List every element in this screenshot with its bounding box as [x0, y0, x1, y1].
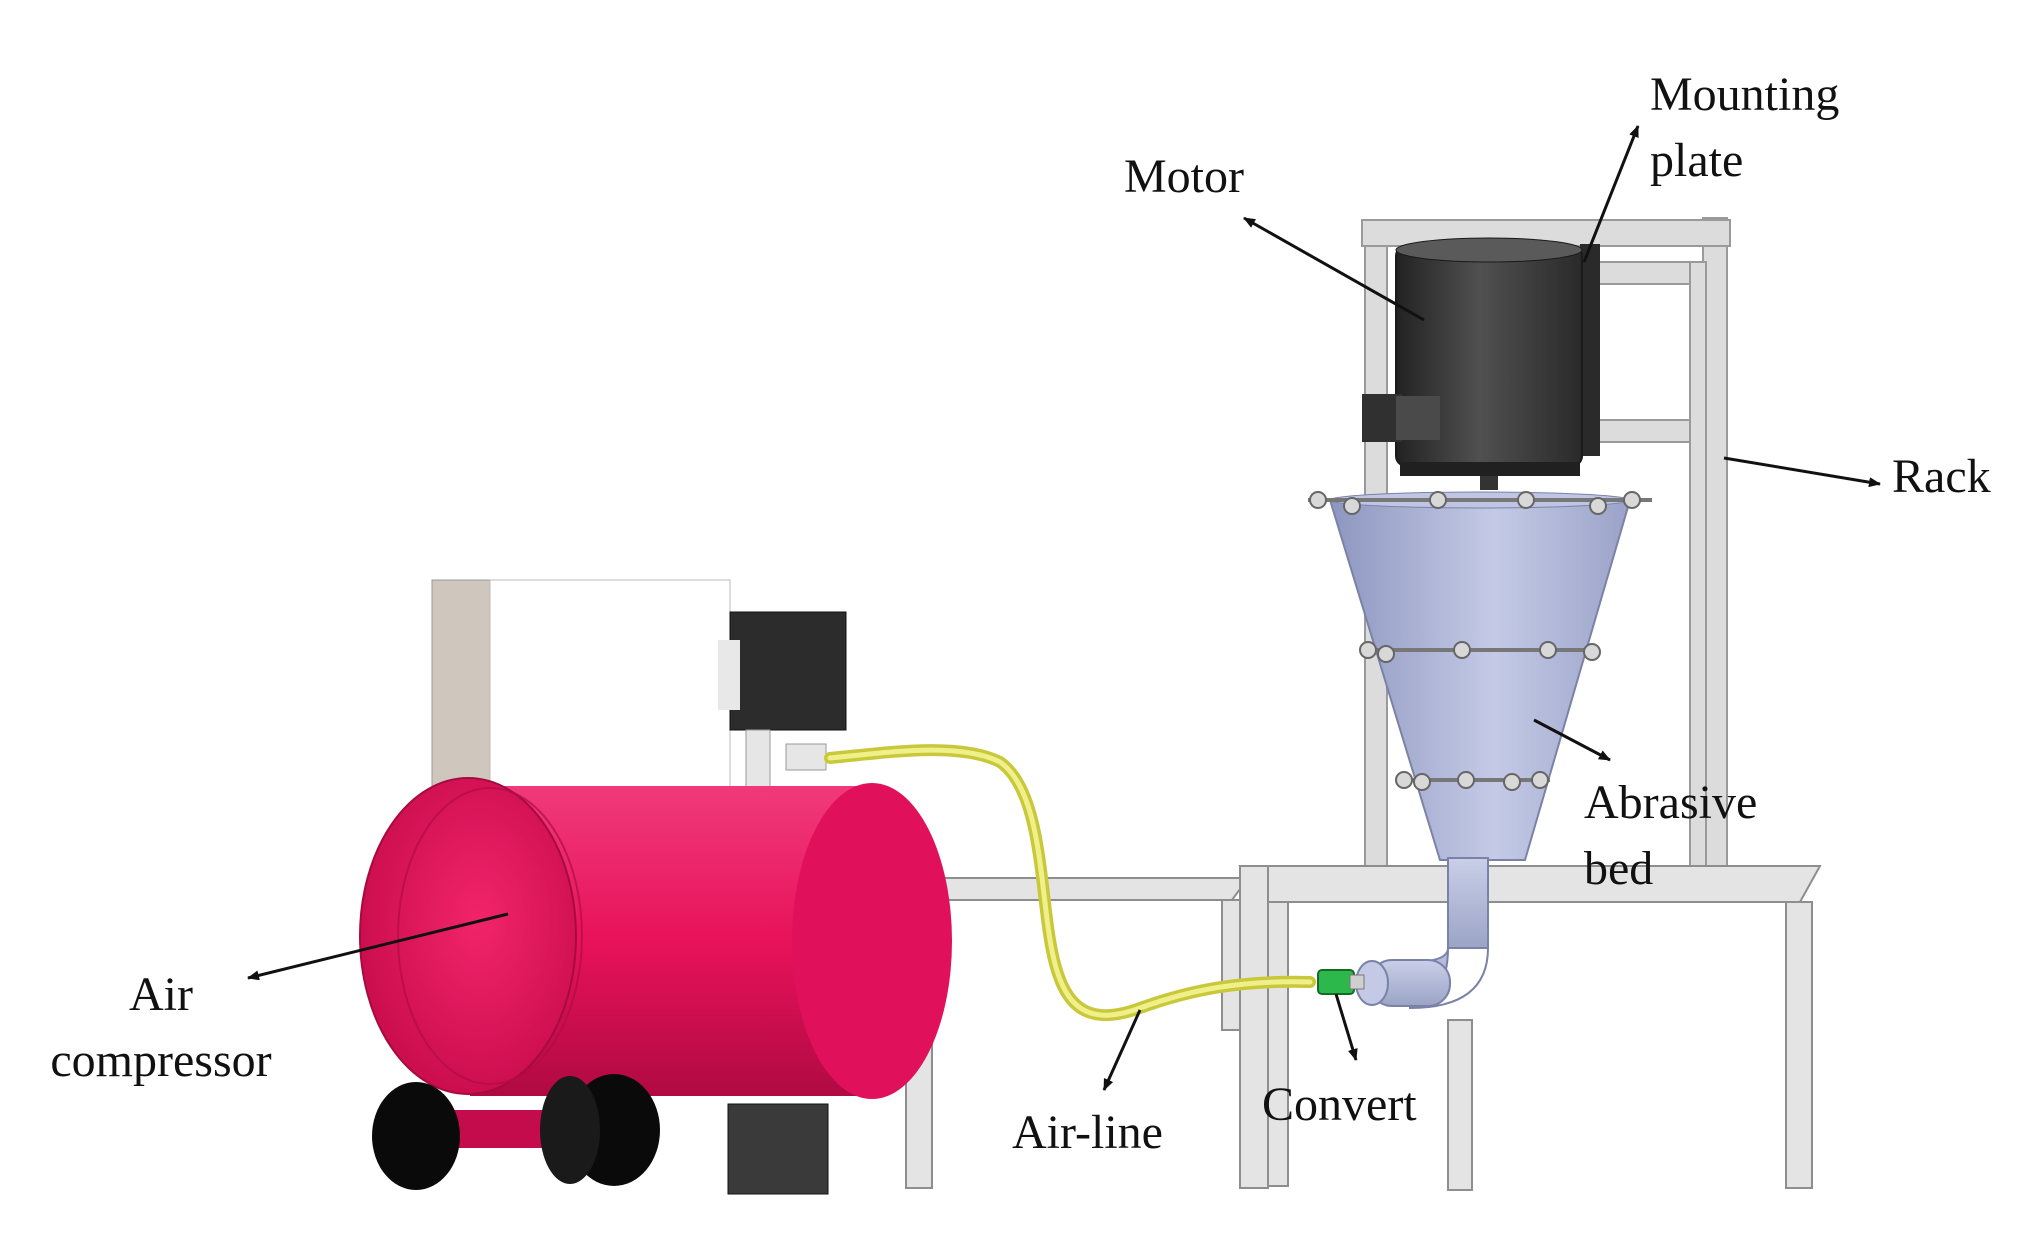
- air-compressor: [359, 579, 952, 1195]
- abrasive-bed-cone: [1308, 491, 1652, 861]
- arrow-air-line: [1102, 1009, 1142, 1091]
- label-air-compressor-line1: Air: [129, 968, 193, 1021]
- label-abrasive-bed-line2: bed: [1584, 842, 1654, 895]
- rack-frame: [1361, 217, 1731, 869]
- support-table: [904, 865, 1822, 1191]
- label-rack: Rack: [1892, 450, 1991, 503]
- label-mounting-plate: Mounting plate: [1650, 62, 1839, 194]
- arrow-abrasive-bed: [1533, 718, 1611, 762]
- label-air-compressor: Air compressor: [36, 962, 286, 1094]
- convert-fitting: [1317, 969, 1365, 995]
- arrow-rack: [1723, 456, 1881, 488]
- air-line-highlight: [827, 747, 1313, 1018]
- outlet-pipe: [1355, 857, 1489, 1010]
- arrow-convert: [1334, 993, 1358, 1061]
- motor-body: [1362, 237, 1600, 490]
- arrow-motor: [1243, 216, 1425, 322]
- label-mounting-plate-line1: Mounting: [1650, 68, 1840, 121]
- label-convert: Convert: [1262, 1078, 1417, 1131]
- label-motor: Motor: [1124, 150, 1244, 203]
- arrow-mounting-plate: [1582, 125, 1640, 263]
- label-air-compressor-line2: compressor: [50, 1034, 272, 1087]
- label-abrasive-bed: Abrasive bed: [1584, 770, 1757, 902]
- label-air-line: Air-line: [1012, 1106, 1163, 1159]
- label-mounting-plate-line2: plate: [1650, 134, 1744, 187]
- label-abrasive-bed-line1: Abrasive: [1584, 776, 1758, 829]
- arrow-air-compressor: [247, 912, 509, 981]
